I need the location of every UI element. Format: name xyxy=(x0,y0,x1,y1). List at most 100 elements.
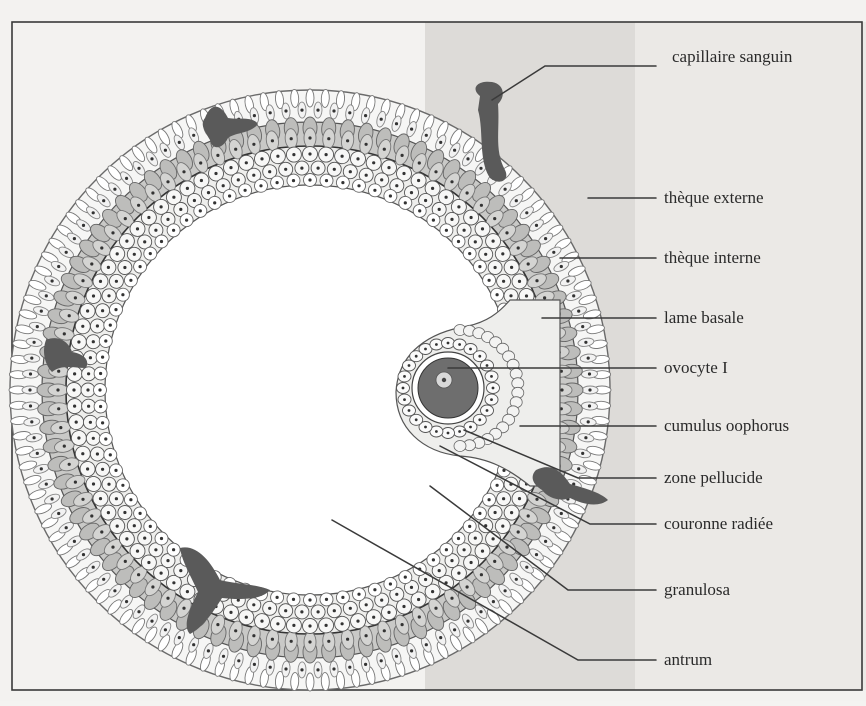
granulosa-cell-nucleus xyxy=(186,187,189,190)
theque-externe-cell-nucleus xyxy=(73,237,76,240)
theque-externe-cell-nucleus xyxy=(284,667,287,670)
corona-cell-nucleus xyxy=(490,375,493,378)
granulosa-cell-nucleus xyxy=(518,497,521,500)
theque-interne-cell-nucleus xyxy=(111,231,114,234)
theque-externe-cell-nucleus xyxy=(253,663,256,666)
granulosa-cell-nucleus xyxy=(276,181,279,184)
theque-externe-cell-nucleus xyxy=(269,111,272,114)
granulosa-cell-nucleus xyxy=(474,537,477,540)
theque-interne-cell-nucleus xyxy=(290,137,293,140)
granulosa-cell-nucleus xyxy=(160,572,163,575)
corona-cell-nucleus xyxy=(403,398,406,401)
theque-interne-cell-nucleus xyxy=(480,204,483,207)
granulosa-cell-nucleus xyxy=(99,405,102,408)
theque-interne-cell-nucleus xyxy=(137,573,140,576)
theque-externe-cell-nucleus xyxy=(535,224,538,227)
corona-cell-nucleus xyxy=(415,355,418,358)
theque-externe-cell-nucleus xyxy=(92,211,95,214)
granulosa-cell-nucleus xyxy=(109,324,112,327)
granulosa-cell-nucleus xyxy=(123,511,126,514)
theque-externe-cell-nucleus xyxy=(33,341,36,344)
granulosa-cell-nucleus xyxy=(260,157,263,160)
label-theque-externe: thèque externe xyxy=(664,188,764,207)
theque-externe-cell-nucleus xyxy=(504,589,507,592)
corona-cell-nucleus xyxy=(424,426,427,429)
granulosa-cell-nucleus xyxy=(101,356,104,359)
theque-externe-cell-nucleus xyxy=(253,114,256,117)
theque-interne-cell-nucleus xyxy=(216,623,219,626)
granulosa-cell-nucleus xyxy=(308,178,311,181)
theque-externe-cell-nucleus xyxy=(150,620,153,623)
granulosa-cell-nucleus xyxy=(292,598,295,601)
granulosa-cell-nucleus xyxy=(139,265,142,268)
granulosa-cell-nucleus xyxy=(494,511,497,514)
theque-interne-cell-nucleus xyxy=(365,143,368,146)
granulosa-cell-nucleus xyxy=(92,482,95,485)
theque-externe-cell-nucleus xyxy=(552,526,555,529)
theque-externe-cell-nucleus xyxy=(45,294,48,297)
granulosa-cell-nucleus xyxy=(481,550,484,553)
theque-interne-cell-nucleus xyxy=(56,388,59,391)
theque-interne-cell-nucleus xyxy=(74,481,77,484)
granulosa-cell-nucleus xyxy=(228,194,231,197)
granulosa-cell-nucleus xyxy=(114,308,117,311)
granulosa-cell-nucleus xyxy=(492,537,495,540)
theque-externe-cell-nucleus xyxy=(577,467,580,470)
theque-externe-cell-nucleus xyxy=(453,628,456,631)
granulosa-cell-nucleus xyxy=(365,603,368,606)
granulosa-cell-nucleus xyxy=(252,174,255,177)
corona-cell-nucleus xyxy=(458,343,461,346)
theque-externe-cell-nucleus xyxy=(73,540,76,543)
granulosa-cell-nucleus xyxy=(87,405,90,408)
theque-externe-cell-nucleus xyxy=(51,279,54,282)
granulosa-cell-nucleus xyxy=(509,294,512,297)
theque-externe-cell-nucleus xyxy=(332,109,335,112)
theque-interne-cell-nucleus xyxy=(216,154,219,157)
theque-externe-cell-nucleus xyxy=(410,649,413,652)
granulosa-cell-nucleus xyxy=(92,437,95,440)
theque-interne-cell-nucleus xyxy=(290,640,293,643)
theque-externe-cell-nucleus xyxy=(525,211,528,214)
granulosa-cell-nucleus xyxy=(492,240,495,243)
granulosa-cell-nucleus xyxy=(87,372,90,375)
granulosa-cell-nucleus xyxy=(86,388,89,391)
granulosa-cell-nucleus xyxy=(438,569,441,572)
granulosa-cell-nucleus xyxy=(143,240,146,243)
granulosa-cell-nucleus xyxy=(160,205,163,208)
label-granulosa: granulosa xyxy=(664,580,731,599)
theque-externe-cell-nucleus xyxy=(453,149,456,152)
granulosa-cell-nucleus xyxy=(445,229,448,232)
granulosa-cell-nucleus xyxy=(99,280,102,283)
granulosa-cell-nucleus xyxy=(424,578,427,581)
granulosa-cell-nucleus xyxy=(395,184,398,187)
theque-interne-cell-nucleus xyxy=(383,629,386,632)
theque-interne-cell-nucleus xyxy=(346,139,349,142)
theque-interne-cell-nucleus xyxy=(271,638,274,641)
granulosa-cell-nucleus xyxy=(468,525,471,528)
granulosa-cell-nucleus xyxy=(75,421,78,424)
theque-externe-cell-nucleus xyxy=(36,452,39,455)
theque-interne-cell-nucleus xyxy=(59,426,62,429)
theque-interne-cell-nucleus xyxy=(493,217,496,220)
theque-externe-cell-nucleus xyxy=(515,578,518,581)
theque-interne-cell-nucleus xyxy=(68,463,71,466)
granulosa-cell-nucleus xyxy=(389,194,392,197)
granulosa-cell-nucleus xyxy=(488,279,491,282)
granulosa-cell-nucleus xyxy=(510,266,513,269)
theque-externe-cell-nucleus xyxy=(395,122,398,125)
granulosa-cell-nucleus xyxy=(193,199,196,202)
theque-externe-cell-nucleus xyxy=(410,128,413,131)
granulosa-cell-nucleus xyxy=(237,178,240,181)
theque-externe-cell-nucleus xyxy=(33,436,36,439)
theque-externe-cell-nucleus xyxy=(588,372,591,375)
granulosa-cell-nucleus xyxy=(276,596,279,599)
granulosa-cell-nucleus xyxy=(395,593,398,596)
theque-externe-cell-nucleus xyxy=(82,224,85,227)
granulosa-cell-nucleus xyxy=(160,240,163,243)
theque-externe-cell-nucleus xyxy=(237,659,240,662)
corona-cell-nucleus xyxy=(402,387,405,390)
theque-externe-cell-nucleus xyxy=(332,667,335,670)
granulosa-cell-nucleus xyxy=(268,607,271,610)
granulosa-cell-nucleus xyxy=(123,266,126,269)
theque-externe-cell-nucleus xyxy=(584,341,587,344)
